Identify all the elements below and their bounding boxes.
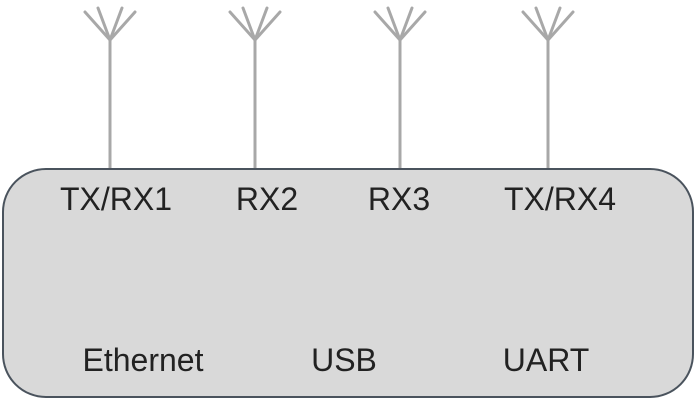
antenna-3-icon [373, 6, 427, 172]
antenna-port-label: RX2 [235, 181, 299, 217]
antenna-1-icon [83, 6, 137, 172]
interface-label-ethernet: Ethernet [82, 342, 204, 378]
antenna-port-label: TX/RX4 [503, 181, 617, 217]
interface-label-usb: USB [311, 342, 377, 378]
antenna-2-icon [228, 6, 282, 172]
device-body [2, 168, 694, 398]
antenna-port-label: TX/RX1 [59, 181, 173, 217]
antenna-4-icon [521, 6, 575, 172]
antenna-port-label: RX3 [367, 181, 431, 217]
interface-label-uart: UART [502, 342, 590, 378]
